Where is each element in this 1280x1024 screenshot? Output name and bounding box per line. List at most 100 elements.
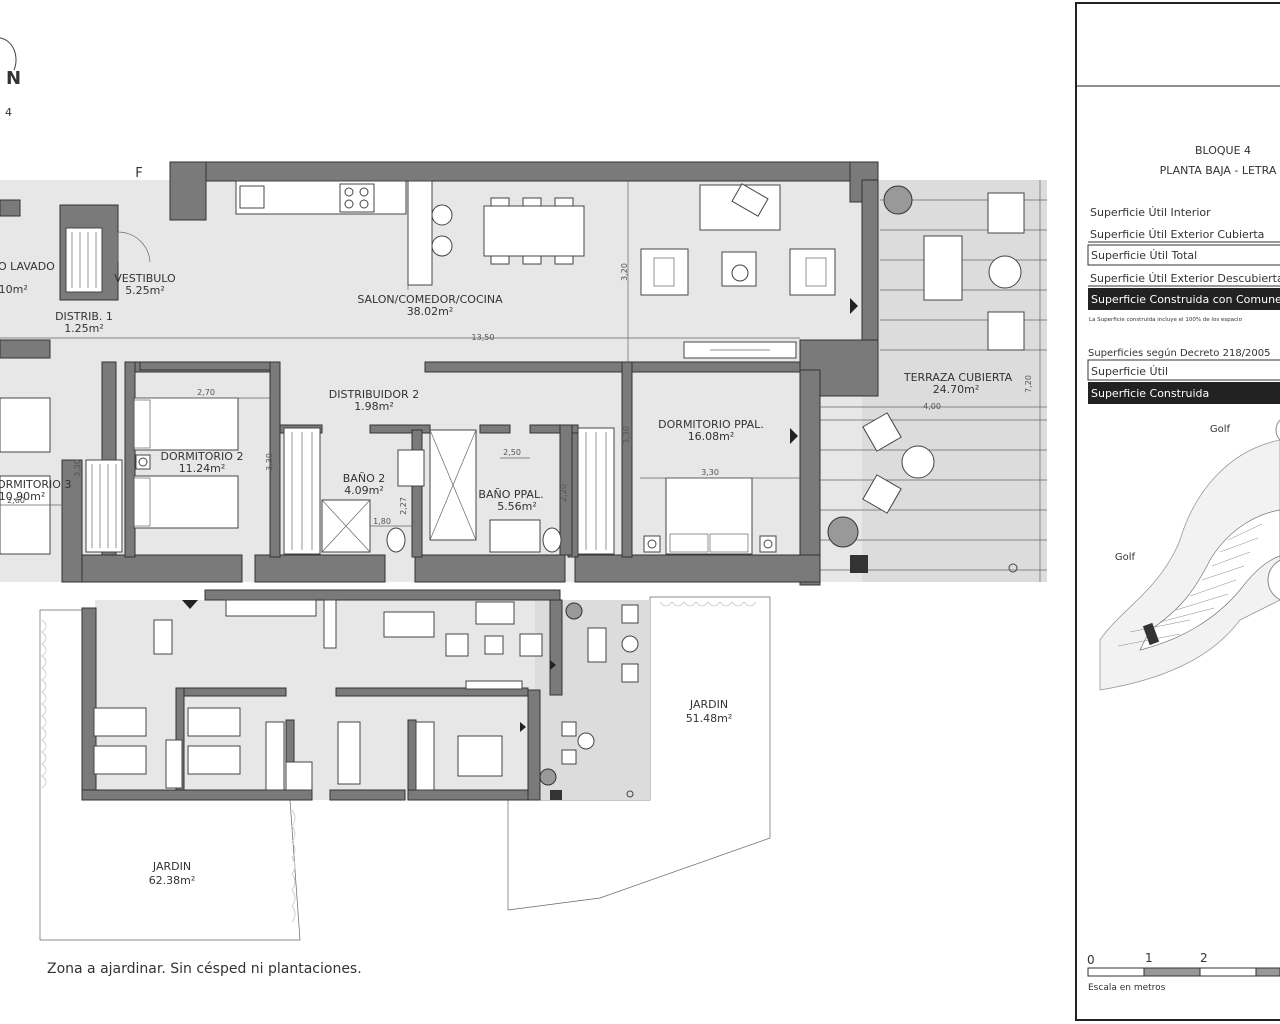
room-area: 11.24m² — [179, 462, 226, 475]
info-panel: BLOQUE 4 PLANTA BAJA - LETRA Superficie … — [1075, 2, 1280, 1021]
room-name: BAÑO PPAL. — [478, 488, 543, 501]
garden-note: Zona a ajardinar. Sin césped ni plantaci… — [47, 961, 362, 977]
scale-number: 0 — [1087, 953, 1095, 967]
dim-label: 7,20 — [1024, 375, 1033, 393]
main-unit — [0, 161, 1047, 586]
room-area: 1.98m² — [354, 400, 394, 413]
map-label: Golf — [1115, 552, 1136, 563]
dim-label: 2,20 — [559, 484, 568, 502]
master-bedroom-furniture — [643, 428, 798, 555]
room-area: 38.02m² — [407, 305, 454, 318]
room-area: 10.90m² — [0, 490, 45, 503]
coffee-table-icon — [721, 251, 757, 287]
dim-label: 3,30 — [73, 459, 82, 477]
room-area: 62.38m² — [149, 874, 196, 887]
dim-label: 3,30 — [622, 426, 631, 444]
north-arrow: N — [0, 37, 21, 89]
scale-caption: Escala en metros — [1088, 983, 1166, 993]
section-marker-label: F — [135, 166, 142, 181]
washbasin-icon — [489, 519, 541, 553]
window-arrow-icon — [790, 428, 798, 444]
decreto-row: Superficie Construida — [1091, 387, 1209, 400]
panel-footnote: La Superficie construida incluye el 100%… — [1089, 317, 1243, 323]
room-name: CUARTO LAVADO — [0, 260, 55, 273]
double-bed-icon — [665, 477, 753, 555]
room-area: 51.48m² — [686, 712, 733, 725]
kitchen-counter — [235, 180, 453, 286]
room-name: DORMITORIO 2 — [161, 450, 244, 463]
room-name: TERRAZA CUBIERTA — [903, 371, 1013, 384]
north-letter: N — [6, 68, 21, 89]
lounger-icon — [987, 192, 1025, 234]
dim-label: 4,00 — [923, 402, 941, 411]
room-name: VESTIBULO — [114, 272, 176, 285]
dim-label: 3,20 — [620, 263, 629, 281]
map-label: Golf — [1210, 424, 1231, 435]
bedroom2-furniture — [133, 397, 239, 529]
surface-row: Superficie Útil Exterior Cubierta — [1090, 228, 1264, 241]
dim-label: 13,50 — [472, 333, 495, 342]
bar-stool-icon — [431, 235, 453, 257]
room-name: DISTRIBUIDOR 2 — [329, 388, 419, 401]
bedroom3-furniture — [0, 397, 123, 555]
dim-label: 2,70 — [197, 388, 215, 397]
room-area: 1.25m² — [64, 322, 104, 335]
living-furniture — [640, 183, 858, 359]
panel-title: BLOQUE 4 — [1195, 144, 1251, 157]
plant-icon — [883, 185, 913, 215]
outdoor-sofa-icon — [923, 235, 963, 301]
sink-icon — [239, 185, 265, 209]
room-area: 3.10m² — [0, 283, 28, 296]
window-arrow-icon — [850, 298, 858, 314]
chair-icon — [862, 474, 902, 514]
bar-stool-icon — [431, 204, 453, 226]
dim-label: 2,50 — [503, 448, 521, 457]
room-area: 5.56m² — [497, 500, 537, 513]
armchair-icon — [789, 248, 836, 296]
scale-bar: 0 1 2 Escala en metros — [1087, 951, 1280, 993]
chair-icon — [862, 412, 902, 452]
mini-plan: JARDIN 51.48m² JARDIN 62.38m² — [39, 589, 771, 941]
room-area: 4.09m² — [344, 484, 384, 497]
room-name: BAÑO 2 — [343, 472, 385, 485]
surface-row: Superficie Útil Total — [1091, 249, 1197, 262]
dim-label: 3,30 — [701, 468, 719, 477]
scale-number: 2 — [1200, 951, 1208, 965]
toilet-icon — [386, 527, 406, 553]
toilet-icon — [542, 527, 562, 553]
cooktop-icon — [339, 183, 375, 213]
washbasin-icon — [397, 449, 425, 487]
round-table-icon — [901, 445, 935, 479]
dim-label: 3,30 — [265, 453, 274, 471]
decreto-title: Superficies según Decreto 218/2005 — [1088, 347, 1271, 359]
location-map: Golf Golf — [1099, 419, 1280, 691]
plant-icon — [827, 516, 859, 548]
room-area: 5.25m² — [125, 284, 165, 297]
terrace-furniture — [827, 185, 1025, 573]
room-name: JARDIN — [152, 860, 191, 873]
room-name: SALON/COMEDOR/COCINA — [357, 293, 503, 306]
room-name: DORMITORIO 3 — [0, 478, 71, 491]
scale-number: 1 — [1145, 951, 1153, 965]
surface-row: Superficie Construida con Comunes — [1091, 293, 1280, 306]
dim-label: 2,27 — [399, 497, 408, 515]
surface-row: Superficie Útil Exterior Descubierta — [1090, 272, 1280, 285]
dimension-labels: 13,50 2,70 3,30 2,60 3,30 2,27 1,80 2,50… — [7, 263, 1033, 526]
armchair-icon — [640, 248, 689, 296]
room-name: DORMITORIO PPAL. — [658, 418, 764, 431]
laundry-furniture — [65, 227, 151, 293]
bathroom-fixtures — [321, 429, 562, 553]
side-table-icon — [988, 255, 1022, 289]
lounger-icon — [987, 311, 1025, 351]
room-name: JARDIN — [689, 698, 728, 711]
room-area: 16.08m² — [688, 430, 735, 443]
closets — [283, 427, 615, 555]
room-name: DISTRIB. 1 — [55, 310, 113, 323]
bloque-number: 4 — [5, 106, 12, 119]
surface-row: Superficie Útil Interior — [1090, 206, 1211, 219]
room-area: 24.70m² — [933, 383, 980, 396]
decreto-row: Superficie Útil — [1091, 365, 1168, 378]
dim-label: 1,80 — [373, 517, 391, 526]
dining-table — [483, 197, 585, 265]
